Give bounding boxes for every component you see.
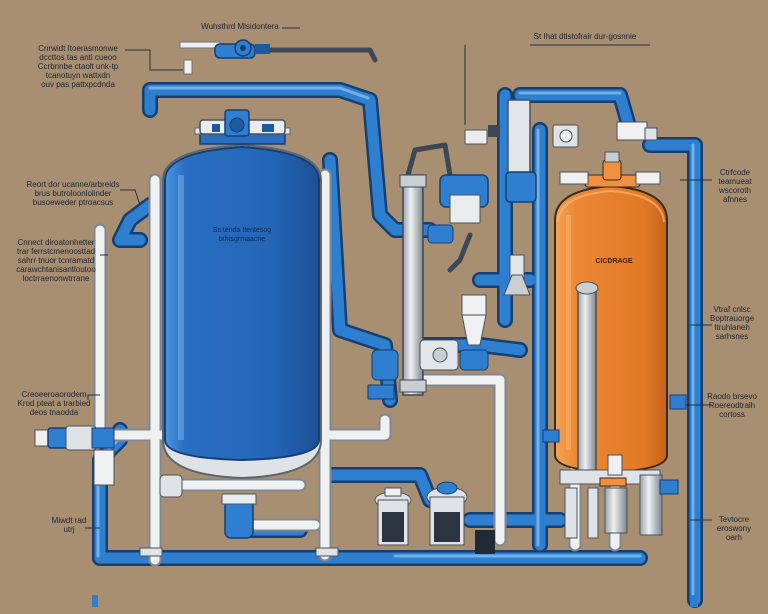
blue-tank-label-1: Ss tenda Itentesog [213,227,271,234]
bottom-manifold-icon [559,454,663,539]
blue-pressure-tank: Ss tenda Itentesog bthtsgrmaacne [162,127,322,480]
filter-housing-icon [419,294,489,371]
orange-tank-valve-icon [559,151,661,188]
center-filter-column [399,174,427,396]
label-right-4-line: eroswony [716,524,752,533]
label-right-1-line: afnnes [722,195,748,204]
label-left-2-line: brus butroloonlolinder [34,189,112,198]
label-left-5: Miwdt rad utrj [44,516,94,534]
left-inlet-valve-icon [34,425,115,486]
label-right-1-line: Ctrfcode [719,168,751,177]
label-left-3-line: carawchtanisantloutoo [16,265,96,274]
label-left-3-line: loctrraenonwtrrane [22,274,90,283]
inlet-valve-icon [179,39,270,75]
label-right-4-line: oarh [725,533,742,542]
label-left-2: Reort dor ucanne/arbreids brus butroloon… [18,180,128,207]
label-left-4-line: Krod pteat a trarbied [17,399,91,408]
label-right-2: Vtraf cnlsc Boptrauorge Itruhlaneh sarhs… [700,305,764,341]
label-left-1: Cnrwidt Itoerasmonwe dccttos tas anti cu… [28,44,128,89]
gauge-icon [552,121,658,148]
label-right-2-line: sarhsnes [715,332,749,341]
tank-drain-icon [139,474,339,557]
filter-housing-right-icon [426,481,468,546]
label-right-3-line: Raodo brsevo [707,392,757,401]
label-left-1-line: tcanotuyn wattxdn [45,71,111,80]
label-right-3: Raodo brsevo Roereodtralh cortoss [700,392,764,419]
label-left-1-line: ouv pas pattxpcdnda [41,80,115,89]
label-right-4: Tevtocre eroswony oarh [706,515,762,542]
label-right-2-line: Itruhlaneh [714,323,750,332]
label-left-4-line: Creoeeroaorodem [21,390,87,399]
leader-lines [85,27,712,529]
label-left-3-line: trar ferrstcmenoosttad [16,247,96,256]
label-left-4-line: deos tnaodda [29,408,79,417]
filter-housing-left-icon [374,487,412,546]
top-valve-icon [199,109,286,137]
label-top-right: St Ihat dtlstofrair dur-gosnnie [533,32,637,41]
label-left-5-line: utrj [63,525,75,534]
label-right-3-line: Roereodtralh [708,401,756,410]
gray-pipe-network [267,47,473,273]
label-top-center: Wuhsthrd Mlsidontera [201,22,279,31]
booster-pump-icon [503,99,537,296]
label-right-3-line: cortoss [719,410,745,419]
label-right-4-line: Tevtocre [718,515,750,524]
label-right-2-line: Vtraf cnlsc [713,305,751,314]
label-left-4: Creoeeroaorodem Krod pteat a trarbied de… [8,390,100,417]
label-left-3-line: Cnnect diroatonhetter [17,238,95,247]
label-left-2-line: busoeweder ptroacsus [32,198,114,207]
pump-icon [427,125,500,244]
flow-meter-icon [542,394,687,495]
label-left-1-line: Cnrwidt Itoerasmonwe [38,44,118,53]
floor-drains [92,595,698,607]
control-box [475,530,495,554]
blue-tank-label-2: bthtsgrmaacne [219,236,265,243]
label-right-1-line: teamueat [718,177,752,186]
label-left-3-line: sahrr tnuor tcnramatd [17,256,95,265]
elbow-valve-icon [367,349,399,400]
label-right-1: Ctrfcode teamueat wscoroth afnnes [708,168,762,204]
orange-storage-tank: CICDRAGE [554,184,668,476]
label-left-3: Cnnect diroatonhetter trar ferrstcmenoos… [6,238,106,283]
orange-tank-label: CICDRAGE [595,258,633,265]
label-left-5-line: Miwdt rad [51,516,87,525]
label-left-2-line: Reort dor ucanne/arbreids [26,180,120,189]
label-right-1-line: wscoroth [718,186,751,195]
label-left-1-line: dccttos tas anti cueoo [39,53,117,62]
label-left-1-line: Ccrbnnbe ctaolt unk-tp [37,62,119,71]
label-right-2-line: Boptrauorge [709,314,755,323]
